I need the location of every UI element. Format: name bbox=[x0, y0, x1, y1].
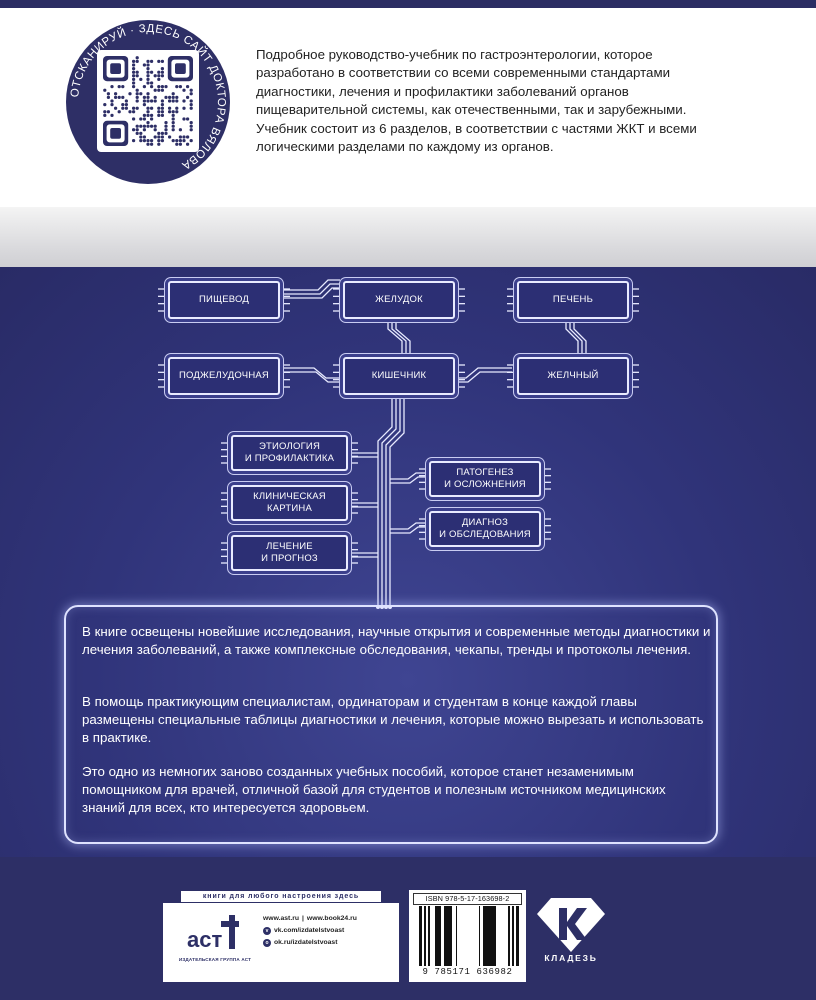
ok-row: o ok.ru/izdatelstvoast bbox=[263, 937, 357, 949]
chip-gallbladder: ЖЕЛЧНЫЙ bbox=[517, 357, 629, 395]
kladez-name: КЛАДЕЗЬ bbox=[544, 953, 598, 963]
panel-paragraph-3: Это одно из немногих заново созданных уч… bbox=[82, 764, 666, 816]
intro-paragraph-1: Подробное руководство-учебник по гастроэ… bbox=[256, 47, 687, 118]
top-edge-strip bbox=[0, 0, 816, 8]
chip-treatment: ЛЕЧЕНИЕ И ПРОГНОЗ bbox=[231, 535, 348, 571]
tagline-text: книги для любого настроения здесь bbox=[181, 891, 381, 902]
panel-paragraph-2: В помощь практикующим специалистам, орди… bbox=[82, 694, 704, 746]
websites-row: www.ast.ru | www.book24.ru bbox=[263, 913, 357, 925]
chip-treatment-label: ЛЕЧЕНИЕ И ПРОГНОЗ bbox=[261, 541, 318, 564]
chip-etiology: ЭТИОЛОГИЯ И ПРОФИЛАКТИКА bbox=[231, 435, 348, 471]
chip-stomach-label: ЖЕЛУДОК bbox=[375, 294, 423, 305]
qr-code-icon[interactable] bbox=[97, 50, 199, 152]
site-book24-link[interactable]: www.book24.ru bbox=[306, 915, 357, 922]
vk-link[interactable]: vk.com/izdatelstvoast bbox=[274, 927, 345, 934]
site-ast-link[interactable]: www.ast.ru bbox=[263, 915, 300, 922]
barcode-icon bbox=[419, 906, 519, 966]
intro-paragraph-2: Учебник состоит из 6 разделов, в соответ… bbox=[256, 120, 697, 155]
chip-intestine: КИШЕЧНИК bbox=[343, 357, 455, 395]
footer-section bbox=[0, 857, 816, 1000]
chip-pathogenesis: ПАТОГЕНЕЗ И ОСЛОЖНЕНИЯ bbox=[429, 461, 541, 497]
chip-pathogenesis-label: ПАТОГЕНЕЗ И ОСЛОЖНЕНИЯ bbox=[444, 467, 526, 490]
publisher-links: www.ast.ru | www.book24.ru v vk.com/izda… bbox=[263, 913, 357, 949]
ast-logo-text: аст bbox=[187, 927, 222, 952]
chip-esophagus-label: ПИЩЕВОД bbox=[199, 294, 249, 305]
publisher-block: книги для любого настроения здесь аст ИЗ… bbox=[163, 889, 399, 982]
chip-clinical-label: КЛИНИЧЕСКАЯ КАРТИНА bbox=[253, 491, 326, 514]
ok-icon: o bbox=[263, 939, 271, 947]
chip-stomach: ЖЕЛУДОК bbox=[343, 281, 455, 319]
grey-gradient-band bbox=[0, 207, 816, 267]
vk-row: v vk.com/izdatelstvoast bbox=[263, 925, 357, 937]
chip-clinical: КЛИНИЧЕСКАЯ КАРТИНА bbox=[231, 485, 348, 521]
qr-badge[interactable]: ОТСКАНИРУЙ · ЗДЕСЬ САЙТ ДОКТОРА ВЯЛОВА bbox=[66, 20, 230, 184]
chip-liver: ПЕЧЕНЬ bbox=[517, 281, 629, 319]
chip-liver-label: ПЕЧЕНЬ bbox=[552, 294, 594, 305]
chip-diagnosis-label: ДИАГНОЗ И ОБСЛЕДОВАНИЯ bbox=[439, 517, 531, 540]
chip-gallbladder-label: ЖЕЛЧНЫЙ bbox=[547, 370, 599, 381]
chip-pancreas: ПОДЖЕЛУДОЧНАЯ bbox=[168, 357, 280, 395]
chip-intestine-label: КИШЕЧНИК bbox=[371, 370, 427, 381]
ok-link[interactable]: ok.ru/izdatelstvoast bbox=[274, 939, 338, 946]
panel-paragraph-1: В книге освещены новейшие исследования, … bbox=[82, 624, 711, 658]
separator: | bbox=[302, 915, 304, 922]
chip-diagnosis: ДИАГНОЗ И ОБСЛЕДОВАНИЯ bbox=[429, 511, 541, 547]
isbn-text: ISBN 978-5-17-163698-2 bbox=[413, 893, 522, 905]
kladez-logo-icon bbox=[537, 898, 605, 952]
vk-icon: v bbox=[263, 927, 271, 935]
chip-esophagus: ПИЩЕВОД bbox=[168, 281, 280, 319]
ast-logo-icon: аст bbox=[187, 915, 239, 952]
publisher-group-caption: ИЗДАТЕЛЬСКАЯ ГРУППА АСТ bbox=[178, 957, 252, 962]
chip-etiology-label: ЭТИОЛОГИЯ И ПРОФИЛАКТИКА bbox=[244, 441, 335, 464]
intro-text: Подробное руководство-учебник по гастроэ… bbox=[256, 46, 726, 156]
chip-pancreas-label: ПОДЖЕЛУДОЧНАЯ bbox=[179, 370, 269, 381]
tagline-strip: книги для любого настроения здесь bbox=[163, 889, 399, 903]
description-panel: В книге освещены новейшие исследования, … bbox=[64, 605, 718, 844]
barcode-digits: 9 785171 636982 bbox=[422, 967, 513, 977]
isbn-barcode: ISBN 978-5-17-163698-2 9 785171 636982 bbox=[409, 890, 526, 982]
